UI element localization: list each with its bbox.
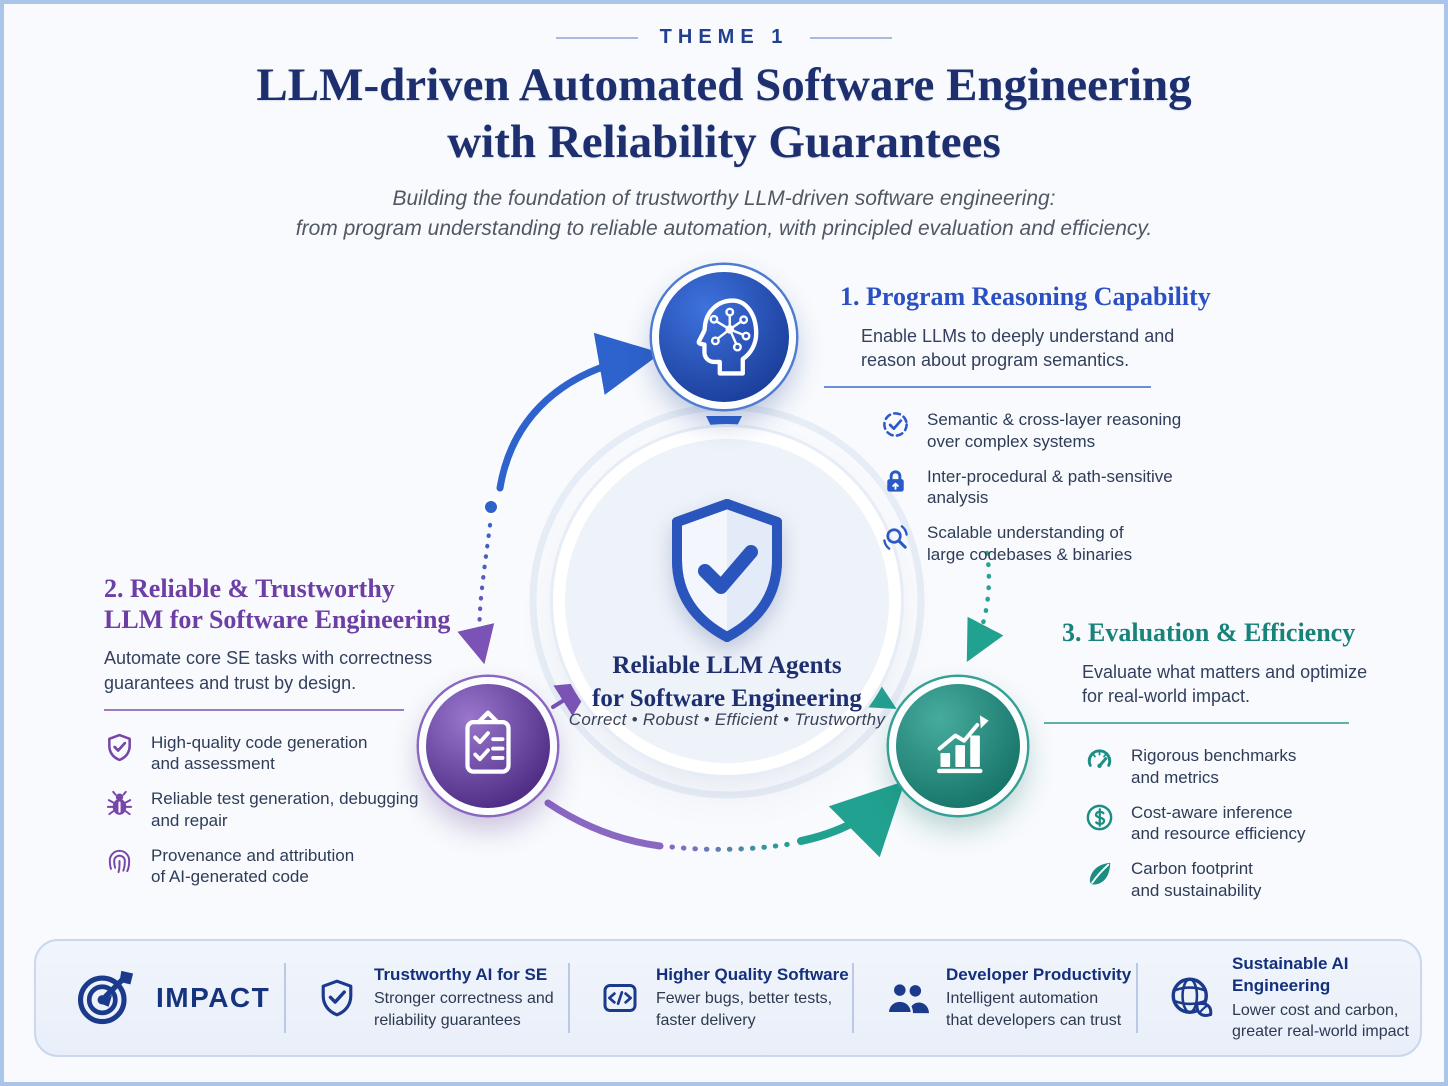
code-icon bbox=[603, 984, 637, 1012]
users-icon bbox=[886, 982, 929, 1015]
list-item: Rigorous benchmarks and metrics bbox=[1084, 743, 1372, 788]
impact-item-title: Sustainable AI Engineering bbox=[1232, 954, 1349, 996]
list-item: High-quality code generation and assessm… bbox=[104, 730, 444, 775]
lock-icon bbox=[887, 470, 904, 492]
list-item-text: Carbon footprint and sustainability bbox=[1131, 859, 1262, 900]
list-item: Cost-aware inference and resource effici… bbox=[1084, 800, 1372, 845]
arrow-to-reasoning bbox=[496, 332, 662, 492]
clipboard-checklist-icon bbox=[465, 710, 511, 774]
section-heading: 3. Evaluation & Efficiency bbox=[1062, 618, 1356, 647]
section-list: High-quality code generation and assessm… bbox=[104, 730, 444, 888]
connector-dot bbox=[482, 498, 500, 516]
list-item-text: Reliable test generation, debugging and … bbox=[151, 789, 419, 830]
globe-leaf-icon bbox=[1171, 977, 1213, 1017]
impact-divider bbox=[284, 963, 286, 1033]
theme-row: THEME 1 bbox=[4, 26, 1444, 49]
impact-item: Higher Quality Software Fewer bugs, bett… bbox=[570, 964, 852, 1031]
shield-check-icon bbox=[108, 733, 131, 762]
bug-icon bbox=[106, 791, 133, 816]
list-item: Semantic & cross-layer reasoning over co… bbox=[880, 407, 1200, 452]
section-divider bbox=[1044, 722, 1349, 725]
section-description: Evaluate what matters and optimize for r… bbox=[1082, 661, 1368, 706]
header: THEME 1 LLM-driven Automated Software En… bbox=[4, 26, 1444, 245]
section-reliable-llm: 2. Reliable & Trustworthy LLM for Softwa… bbox=[104, 574, 451, 888]
bottom-arc-purple bbox=[544, 799, 664, 850]
head-network-icon bbox=[696, 298, 759, 376]
impact-divider bbox=[852, 963, 854, 1033]
list-item-text: Provenance and attribution of AI-generat… bbox=[151, 845, 355, 887]
leaf-icon bbox=[1089, 863, 1111, 885]
impact-label: IMPACT bbox=[156, 982, 271, 1013]
section-list: Semantic & cross-layer reasoning over co… bbox=[840, 407, 1200, 565]
list-item-text: Inter-procedural & path-sensitive analys… bbox=[927, 466, 1173, 508]
impact-text: Trustworthy AI for SE Stronger correctne… bbox=[374, 964, 554, 1031]
section-evaluation: 3. Evaluation & Efficiency Evaluate what… bbox=[1044, 618, 1372, 901]
list-item: Provenance and attribution of AI-generat… bbox=[104, 843, 444, 888]
list-item: Inter-procedural & path-sensitive analys… bbox=[880, 464, 1200, 509]
impact-item-description: Intelligent automation that developers c… bbox=[946, 990, 1122, 1030]
list-item: Scalable understanding of large codebase… bbox=[880, 520, 1200, 565]
fingerprint-icon bbox=[108, 849, 131, 874]
list-item-text: Rigorous benchmarks and metrics bbox=[1131, 746, 1297, 787]
gauge-icon bbox=[1087, 749, 1112, 769]
section-divider bbox=[824, 386, 1151, 389]
bottom-arc-dotted bbox=[669, 841, 793, 852]
list-item-text: Scalable understanding of large codebase… bbox=[927, 523, 1133, 564]
shield-check-icon bbox=[321, 979, 353, 1017]
shield-check-icon bbox=[672, 499, 782, 642]
bottom-arc-teal bbox=[797, 780, 906, 858]
theme-line-right bbox=[810, 36, 893, 39]
section-divider bbox=[104, 708, 404, 711]
node-evaluation bbox=[889, 677, 1027, 815]
impact-item-title: Higher Quality Software bbox=[656, 965, 849, 985]
impact-divider bbox=[568, 963, 570, 1033]
impact-item-description: Lower cost and carbon, greater real-worl… bbox=[1232, 1001, 1409, 1041]
section-program-reasoning: 1. Program Reasoning Capability Enable L… bbox=[824, 282, 1211, 565]
impact-item-description: Stronger correctness and reliability gua… bbox=[374, 990, 554, 1030]
list-item-text: High-quality code generation and assessm… bbox=[151, 732, 368, 774]
impact-item: Trustworthy AI for SE Stronger correctne… bbox=[286, 964, 568, 1031]
growth-chart-icon bbox=[937, 715, 989, 774]
dotted-arrow-to-reliable bbox=[457, 522, 495, 665]
dollar-icon bbox=[1086, 804, 1113, 831]
theme-line-left bbox=[555, 36, 638, 39]
impact-item: Sustainable AI Engineering Lower cost an… bbox=[1138, 953, 1420, 1042]
page-subtitle: Building the foundation of trustworthy L… bbox=[295, 186, 1153, 241]
list-item-text: Semantic & cross-layer reasoning over co… bbox=[927, 410, 1182, 451]
page-title: LLM-driven Automated Software Engineerin… bbox=[256, 59, 1192, 169]
list-item-text: Cost-aware inference and resource effici… bbox=[1131, 802, 1306, 844]
impact-brand: IMPACT bbox=[36, 969, 284, 1027]
target-icon bbox=[77, 970, 134, 1025]
dotted-arrow-to-evaluation bbox=[966, 550, 1004, 662]
search-refresh-icon bbox=[883, 525, 908, 551]
impact-text: Higher Quality Software Fewer bugs, bett… bbox=[656, 964, 849, 1031]
center-title: Reliable LLM Agents for Software Enginee… bbox=[592, 652, 862, 712]
impact-item-title: Trustworthy AI for SE bbox=[374, 965, 548, 985]
impact-item-title: Developer Productivity bbox=[946, 965, 1132, 985]
impact-text: Developer Productivity Intelligent autom… bbox=[946, 964, 1131, 1031]
section-heading: 2. Reliable & Trustworthy LLM for Softwa… bbox=[104, 574, 451, 634]
impact-item-description: Fewer bugs, better tests, faster deliver… bbox=[656, 990, 833, 1030]
section-heading: 1. Program Reasoning Capability bbox=[840, 282, 1211, 311]
impact-item: Developer Productivity Intelligent autom… bbox=[854, 964, 1136, 1031]
list-item: Carbon footprint and sustainability bbox=[1084, 856, 1372, 901]
node-program-reasoning bbox=[652, 265, 796, 409]
section-description: Enable LLMs to deeply understand and rea… bbox=[861, 325, 1175, 370]
list-item: Reliable test generation, debugging and … bbox=[104, 786, 444, 831]
section-description: Automate core SE tasks with correctness … bbox=[104, 648, 433, 693]
theme-label: THEME 1 bbox=[659, 26, 789, 48]
impact-text: Sustainable AI Engineering Lower cost an… bbox=[1232, 953, 1420, 1042]
badge-check-icon bbox=[883, 412, 908, 438]
impact-divider bbox=[1136, 963, 1138, 1033]
section-list: Rigorous benchmarks and metrics Cost-awa… bbox=[1062, 743, 1372, 901]
impact-bar: IMPACT Trustworthy AI for SE Stronger co… bbox=[34, 939, 1422, 1057]
